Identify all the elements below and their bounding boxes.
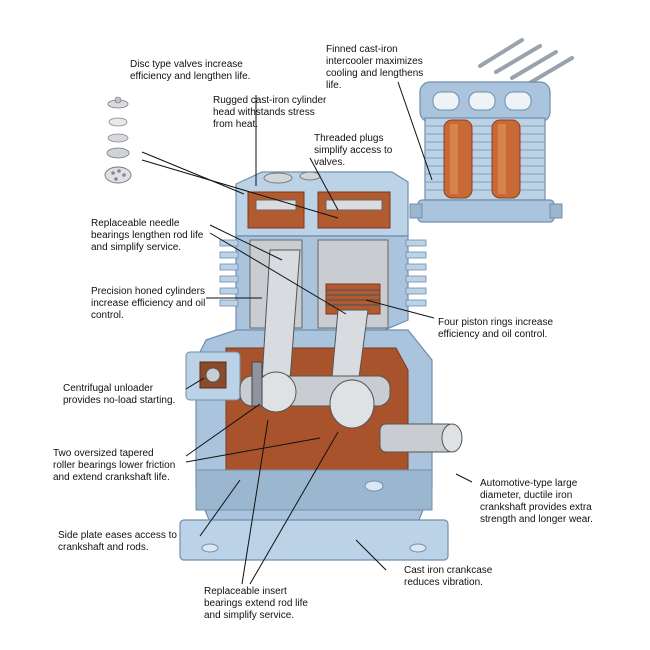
callout-crankcase: Cast iron crankcase reduces vibration.: [404, 565, 493, 588]
callout-unloader: Centrifugal unloader provides no-load st…: [63, 383, 176, 406]
cylinder-block: [219, 235, 427, 333]
callout-disc-valves: Disc type valves increase efficiency and…: [130, 59, 251, 82]
callout-insert-bearings: Replaceable insert bearings extend rod l…: [204, 586, 308, 621]
callout-side-plate: Side plate eases access to crankshaft an…: [58, 530, 177, 553]
callout-needle-bearings: Replaceable needle bearings lengthen rod…: [91, 218, 204, 253]
callout-piston-rings: Four piston rings increase efficiency an…: [438, 317, 554, 340]
intercooler: [409, 81, 563, 223]
callout-threaded-plugs: Threaded plugs simplify access to valves…: [314, 133, 393, 168]
rods-and-crankshaft: [239, 249, 463, 453]
side-plate: [185, 351, 241, 401]
callout-roller-bearings: Two oversized tapered roller bearings lo…: [53, 448, 176, 483]
intercooler-bolts: [478, 38, 574, 86]
callout-crankshaft: Automotive-type large diameter, ductile …: [480, 478, 593, 525]
leader-lines: [141, 81, 473, 585]
cylinder-head: [235, 171, 409, 237]
callout-intercooler: Finned cast-iron intercooler maximizes c…: [326, 44, 424, 91]
callout-cylinder-head: Rugged cast-iron cylinder head withstand…: [213, 95, 327, 130]
callout-honed-cylinders: Precision honed cylinders increase effic…: [91, 286, 206, 321]
disc-valve-parts: [104, 96, 132, 184]
